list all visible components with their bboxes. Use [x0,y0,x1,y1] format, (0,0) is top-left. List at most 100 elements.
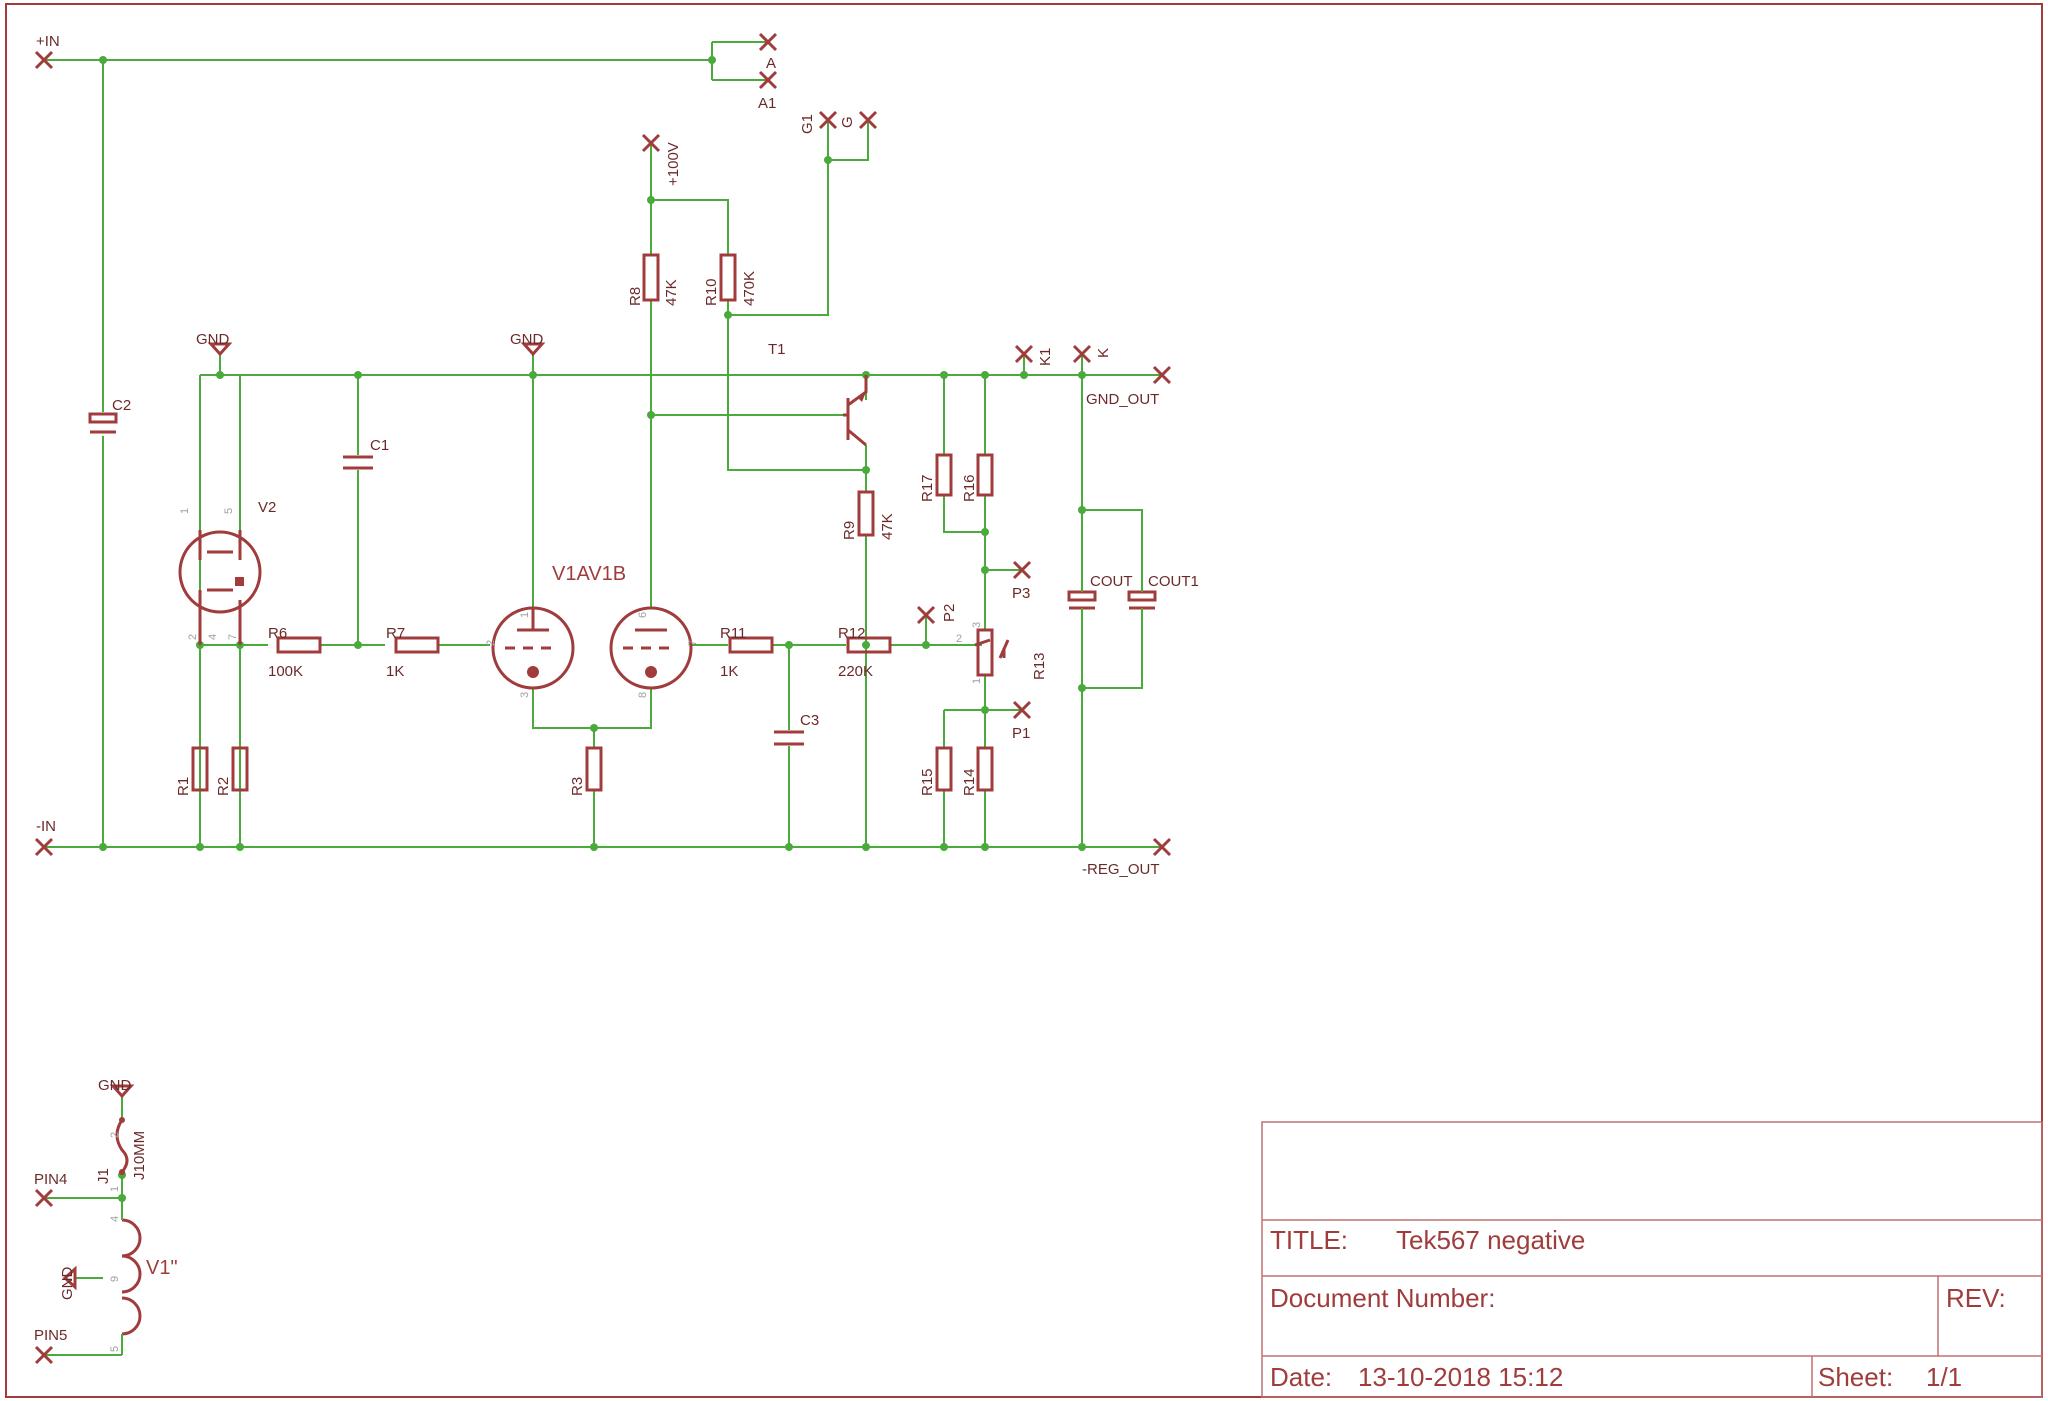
label-v2: V2 [258,499,276,516]
r7-body [394,636,440,654]
r8-body [642,253,660,302]
svg-text:1: 1 [971,678,983,684]
net-g1: G1 [799,114,816,134]
net-labels: +IN -IN A A1 G1 G +100V K1 K GND_OUT -RE… [34,33,1160,1344]
label-cout1: COUT1 [1148,573,1199,590]
svg-text:4: 4 [109,1216,121,1222]
net-pin5: PIN5 [34,1327,67,1344]
value-r10: 470K [741,271,758,306]
net-p2: P2 [941,604,958,622]
transistor-t1 [843,375,868,447]
r11-body [728,636,774,654]
net-pin4: PIN4 [34,1171,67,1188]
docnum-label: Document Number: [1270,1283,1495,1313]
net-gnd-4: GND [59,1267,76,1301]
title-label: TITLE: [1270,1225,1348,1255]
net-p1: P1 [1012,725,1030,742]
sheet-value: 1/1 [1926,1362,1962,1392]
net-a: A [766,55,776,72]
value-r8: 47K [663,279,680,306]
net-gnd-out: GND_OUT [1086,391,1159,408]
sheet-label: Sheet: [1818,1362,1893,1392]
label-j1: J1 [95,1168,112,1184]
svg-text:1: 1 [179,508,191,514]
v2-envelope [178,530,262,614]
net-p3: P3 [1012,585,1030,602]
svg-text:2: 2 [956,633,962,645]
label-r12: R12 [838,625,866,642]
net-reg-out: -REG_OUT [1082,861,1160,878]
net-g: G [839,116,856,128]
svg-text:3: 3 [519,692,531,698]
title-value: Tek567 negative [1396,1225,1585,1255]
svg-text:3: 3 [971,622,983,628]
label-t1: T1 [768,341,786,358]
label-r13: R13 [1031,652,1048,680]
svg-text:8: 8 [637,692,649,698]
junctions [99,56,1086,1202]
ground-symbols [62,342,546,1291]
r15-body [935,746,953,792]
label-r10: R10 [703,278,720,306]
net-gnd-3: GND [98,1077,132,1094]
svg-text:6: 6 [637,612,649,618]
svg-text:5: 5 [223,508,235,514]
label-r14: R14 [961,768,978,796]
label-r15: R15 [919,768,936,796]
sheet-frame [5,3,2043,1398]
label-r11: R11 [720,625,746,642]
label-r16: R16 [961,474,978,502]
svg-text:9: 9 [109,1276,121,1282]
net-gnd-2: GND [510,331,544,348]
r9-body [857,490,875,537]
wires [44,41,1162,1356]
r2-body [231,746,249,792]
title-block: TITLE: Tek567 negative Document Number: … [1261,1121,2043,1398]
svg-text:7: 7 [227,634,239,640]
heater-section [115,1117,142,1355]
label-cout: COUT [1090,573,1133,590]
r17-body [935,453,953,497]
label-c2: C2 [112,397,131,414]
v1b-envelope [609,606,693,690]
r13-body [976,628,994,677]
date-label: Date: [1270,1362,1332,1392]
svg-text:7: 7 [687,640,699,646]
r6-body [276,636,322,654]
label-c1: C1 [370,437,389,454]
svg-text:5: 5 [109,1346,121,1352]
svg-text:2: 2 [187,634,199,640]
net-k: K [1095,348,1112,358]
capacitors [88,412,1157,746]
value-r6: 100K [268,663,303,680]
r10-body [719,253,737,302]
r3-body [585,746,603,792]
value-r11: 1K [720,663,738,680]
net-100v: +100V [665,142,682,186]
svg-text:1: 1 [519,612,531,618]
value-r9: 47K [879,513,896,540]
label-r17: R17 [919,474,936,502]
value-j1: J10MM [131,1131,148,1180]
net-a1: A1 [758,95,776,112]
svg-text:1: 1 [109,1186,121,1192]
net-in-pos: +IN [36,33,60,50]
label-r1: R1 [175,777,192,796]
rev-label: REV: [1946,1283,2006,1313]
svg-text:2: 2 [485,640,497,646]
net-k1: K1 [1037,348,1054,366]
label-r8: R8 [627,287,644,306]
label-r3: R3 [569,777,586,796]
value-r7: 1K [386,663,404,680]
svg-text:4: 4 [207,634,219,640]
label-r9: R9 [841,521,858,540]
pin-numbers: 1 5 2 4 7 1 2 3 6 7 8 1 2 3 1 2 4 9 5 [109,508,983,1352]
label-r6: R6 [268,625,287,642]
net-terminals [34,32,1172,1365]
label-v1: V1AV1B [552,563,626,585]
net-gnd-1: GND [196,331,230,348]
tubes [178,530,693,690]
resistors [191,253,1010,792]
label-v1b: V1" [146,1257,178,1279]
